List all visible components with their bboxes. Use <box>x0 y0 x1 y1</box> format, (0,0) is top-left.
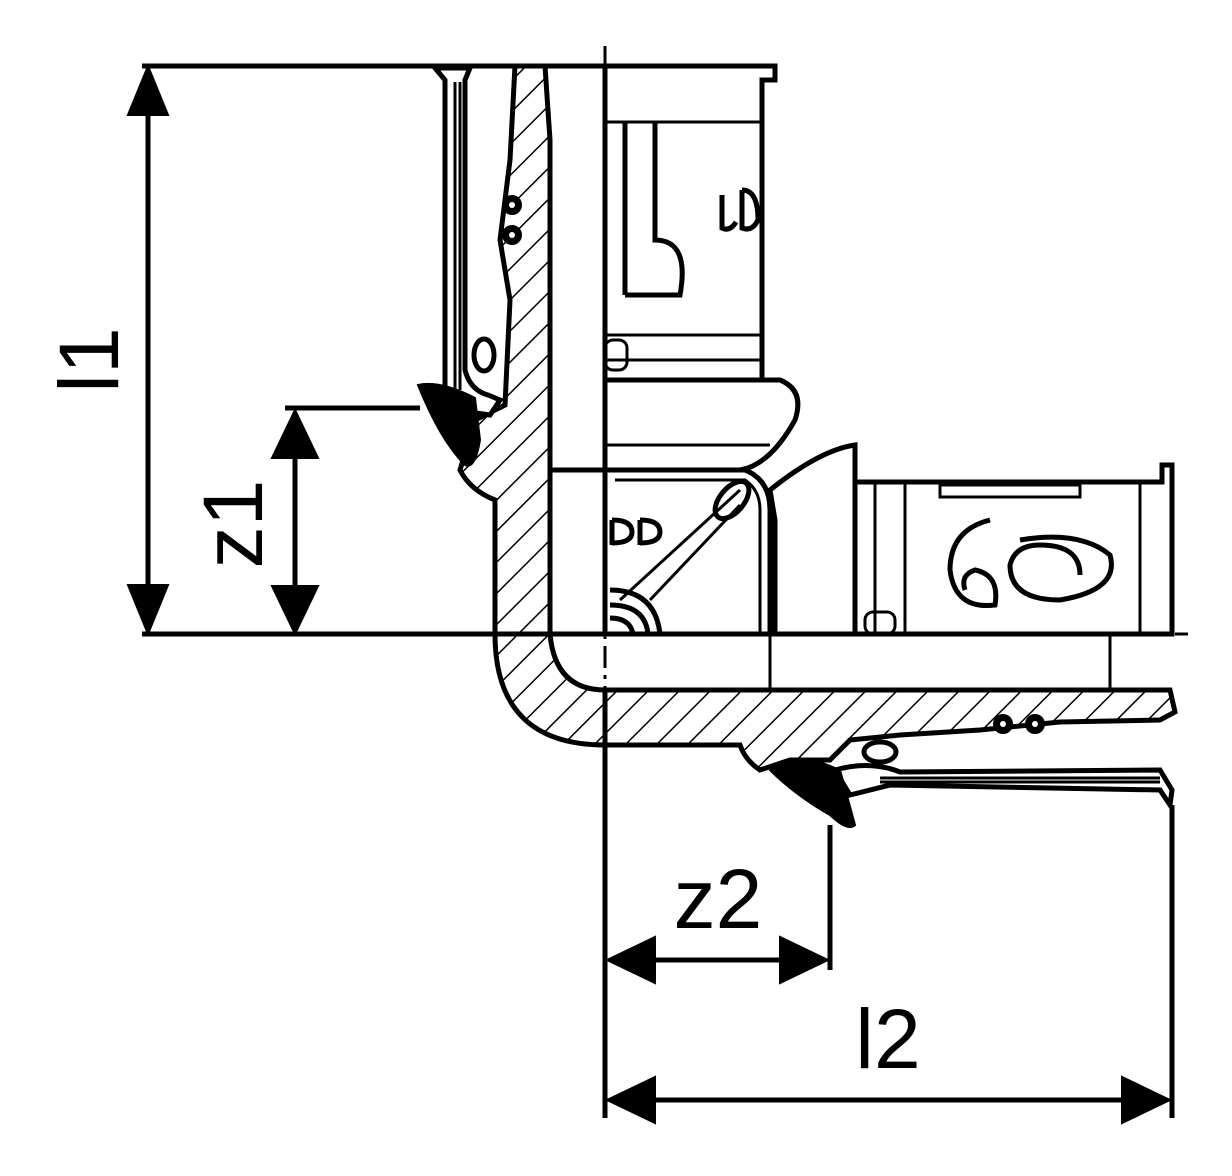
arrow-l2-right <box>1121 1075 1173 1125</box>
arrow-l1-top <box>126 63 170 116</box>
elbow-interior <box>602 467 773 637</box>
arrow-z1-bottom <box>270 585 320 637</box>
arrow-z2-right <box>779 935 831 985</box>
grip-ring-top <box>416 382 482 467</box>
grip-collar-top <box>602 377 801 473</box>
horizontal-leg-exterior <box>767 442 1175 637</box>
arrow-l1-bottom <box>126 584 170 637</box>
vertical-leg-exterior <box>602 63 801 473</box>
dimension-z1: z1 <box>186 405 420 637</box>
horizontal-leg-section <box>602 634 1178 828</box>
grip-ring-side <box>768 758 857 828</box>
vertical-leg-section <box>416 63 553 637</box>
dimension-l1: l1 <box>42 63 605 637</box>
arrow-z2-left <box>604 935 656 985</box>
arrow-l2-left <box>604 1075 656 1125</box>
elbow-wall-hatch <box>492 631 608 748</box>
label-l2: l2 <box>855 992 920 1086</box>
elbow-body <box>492 467 608 748</box>
label-z2: z2 <box>674 852 763 946</box>
dimension-z2: z2 <box>602 745 833 1118</box>
label-z1: z1 <box>186 480 280 569</box>
label-l1: l1 <box>42 327 136 392</box>
dimension-l2: l2 <box>604 805 1175 1125</box>
grip-collar-side <box>767 442 858 637</box>
arrow-z1-top <box>270 407 320 459</box>
horizontal-wall-hatch <box>602 687 1178 773</box>
